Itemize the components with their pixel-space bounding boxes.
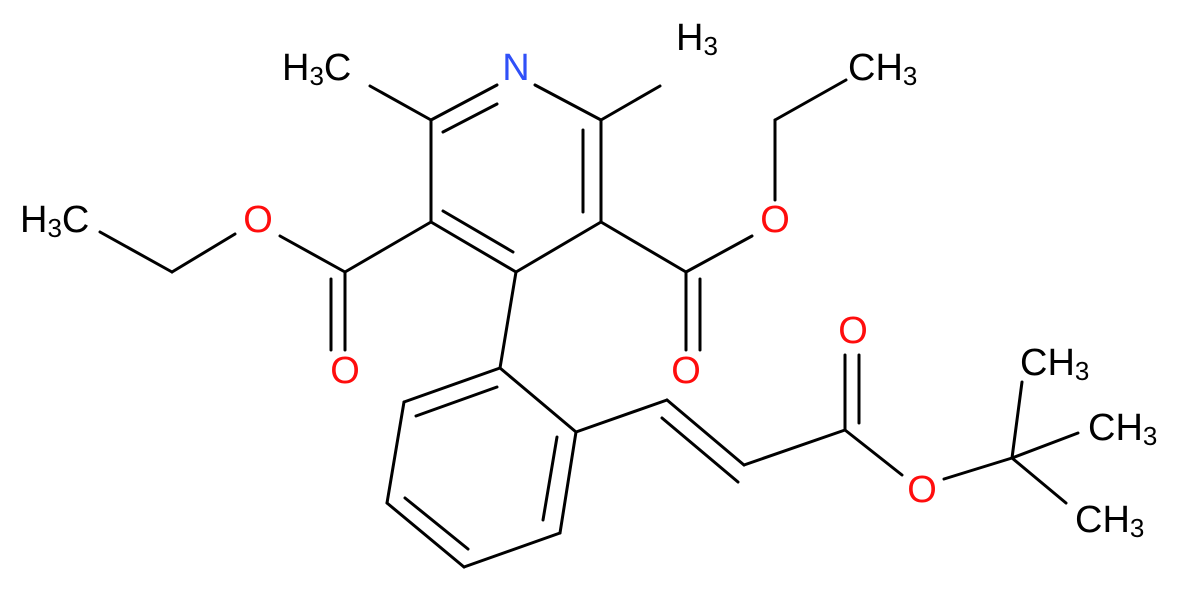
bond-c2-methyl — [368, 84, 433, 122]
methyl-label-tbutyl-bottom: CH3 — [1075, 499, 1144, 543]
bond-ethyl-right — [773, 78, 848, 122]
bond-c2-n-double — [441, 102, 499, 134]
bond-ph6-vinyl — [574, 398, 669, 434]
bond-c3-carboxyl-left — [343, 220, 433, 274]
bond-c4-c3 — [429, 220, 518, 274]
bond-ph5-ph6-double — [541, 435, 559, 522]
bond-c4-c3-double — [441, 209, 515, 254]
bond-ethyl-left — [98, 230, 174, 274]
bond-c5-carboxyl-right — [599, 220, 688, 274]
methyl-label-tbutyl-mid: CH3 — [1088, 407, 1157, 451]
methyl-label-ethyl-right: CH3 — [848, 47, 917, 91]
bond-ph3-ph4 — [385, 501, 466, 569]
bond-ph4-ph5 — [462, 531, 562, 569]
bond-oxygen-tbutyl — [942, 456, 1014, 481]
bond-c4-phenyl — [498, 270, 518, 370]
bond-carboxyl-oxygen-right — [684, 234, 754, 274]
bond-ph1-ph2-double — [414, 385, 499, 418]
bond-tbutyl-methyl-bottom — [1010, 456, 1068, 505]
atom-label-ester-oxygen-acrylate: O — [907, 469, 937, 511]
bond-vinyl-double-inner — [660, 416, 740, 484]
bond-oxygen-ethyl-left — [170, 232, 237, 274]
bond-c5-c4 — [514, 220, 603, 274]
bond-carboxyl-oxygen-acrylate — [843, 428, 904, 477]
methyl-label-c6: H3 — [676, 17, 718, 61]
bond-tbutyl-methyl-top — [1010, 380, 1024, 460]
bond-n-c6 — [533, 83, 603, 122]
bond-carboxyl-oxygen-left — [278, 234, 347, 274]
methyl-label-ethyl-left: H3C — [20, 199, 89, 243]
atom-label-ester-oxygen-right: O — [760, 199, 790, 241]
bond-ph2-ph3 — [385, 400, 406, 505]
bond-c6-methyl — [599, 84, 662, 122]
bond-ph5-ph6 — [558, 430, 578, 535]
bond-ph1-ph2 — [402, 366, 502, 404]
methyl-label-c2: H3C — [282, 47, 351, 91]
bond-ph6-ph1 — [498, 366, 578, 434]
methyl-label-tbutyl-top: CH3 — [1020, 342, 1089, 386]
atom-label-carbonyl-oxygen-acrylate: O — [838, 310, 868, 352]
atom-label-ester-oxygen-left: O — [243, 199, 273, 241]
atom-label-carbonyl-oxygen-left: O — [330, 350, 360, 392]
atom-labels: N O O O O O O H3C H3 H3C CH3 CH3 CH3 CH3 — [20, 17, 1157, 543]
bond-vinyl-carboxyl — [742, 428, 847, 467]
bond-c2-n — [429, 83, 499, 122]
bonds — [98, 78, 1080, 569]
bond-vinyl-double — [665, 398, 746, 467]
atom-label-nitrogen: N — [502, 47, 529, 89]
bond-tbutyl-methyl-mid — [1010, 431, 1080, 460]
bond-ph3-ph4-double — [403, 496, 470, 551]
atom-label-carbonyl-oxygen-right: O — [671, 350, 701, 392]
